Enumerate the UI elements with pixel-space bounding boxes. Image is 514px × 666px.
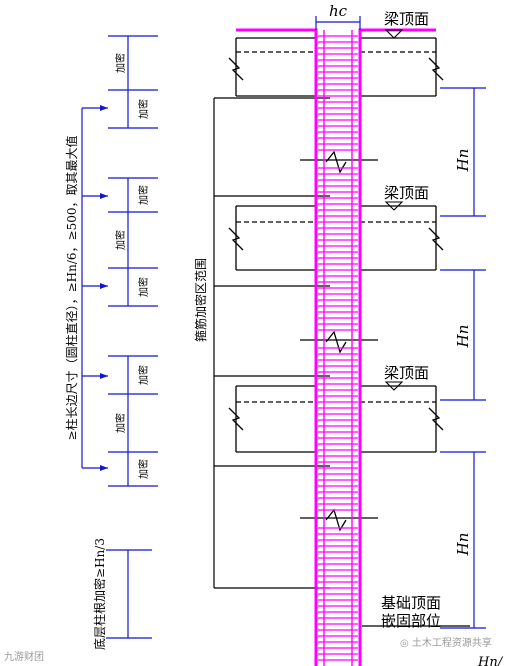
dense-label: 加密 [137,459,150,479]
structure-lines [228,37,470,627]
foundation-label-line2: 嵌固部位 [381,612,441,630]
beam-top-label-1: 梁顶面 [384,10,429,28]
dense-label: 加密 [137,365,150,385]
beam-top-label-2: 梁顶面 [384,184,429,202]
dense-label: 加密 [137,99,150,119]
hn-label-2: Hn [454,325,472,349]
stirrup-lines [318,35,358,661]
dense-label: 加密 [137,185,150,205]
zone-leader-lines [213,97,330,589]
bottom-partial-label: Hn/ [477,655,504,666]
max-rule-label: ≥柱长边尺寸（圆柱直径），≥Hn/6，≥500，取其最大值 [64,136,79,441]
wechat-icon: ◎ [400,638,412,649]
dense-label: 加密 [114,230,127,250]
hc-label: hc [329,2,348,20]
watermark-left: 九游财团 [4,648,44,663]
dense-label: 加密 [114,53,127,73]
dense-label: 加密 [114,413,127,433]
dense-label: 加密 [137,277,150,297]
beam-top-label-3: 梁顶面 [384,364,429,382]
stirrup-zone-label: 箍筋加密区范围 [193,258,208,342]
hn-label-1: Hn [454,149,472,173]
hn-label-3: Hn [454,533,472,557]
beam-top-markers [384,29,404,391]
foundation-label-line1: 基础顶面 [381,594,441,612]
bottom-rule-label: 底层柱根加密≥Hn/3 [92,538,107,650]
watermark-left-text: 九游财团 [4,652,44,663]
dimension-arrows [100,105,108,471]
watermark-right: ◎ 土木工程资源共享 [400,634,492,649]
watermark-right-text: 土木工程资源共享 [411,638,492,649]
